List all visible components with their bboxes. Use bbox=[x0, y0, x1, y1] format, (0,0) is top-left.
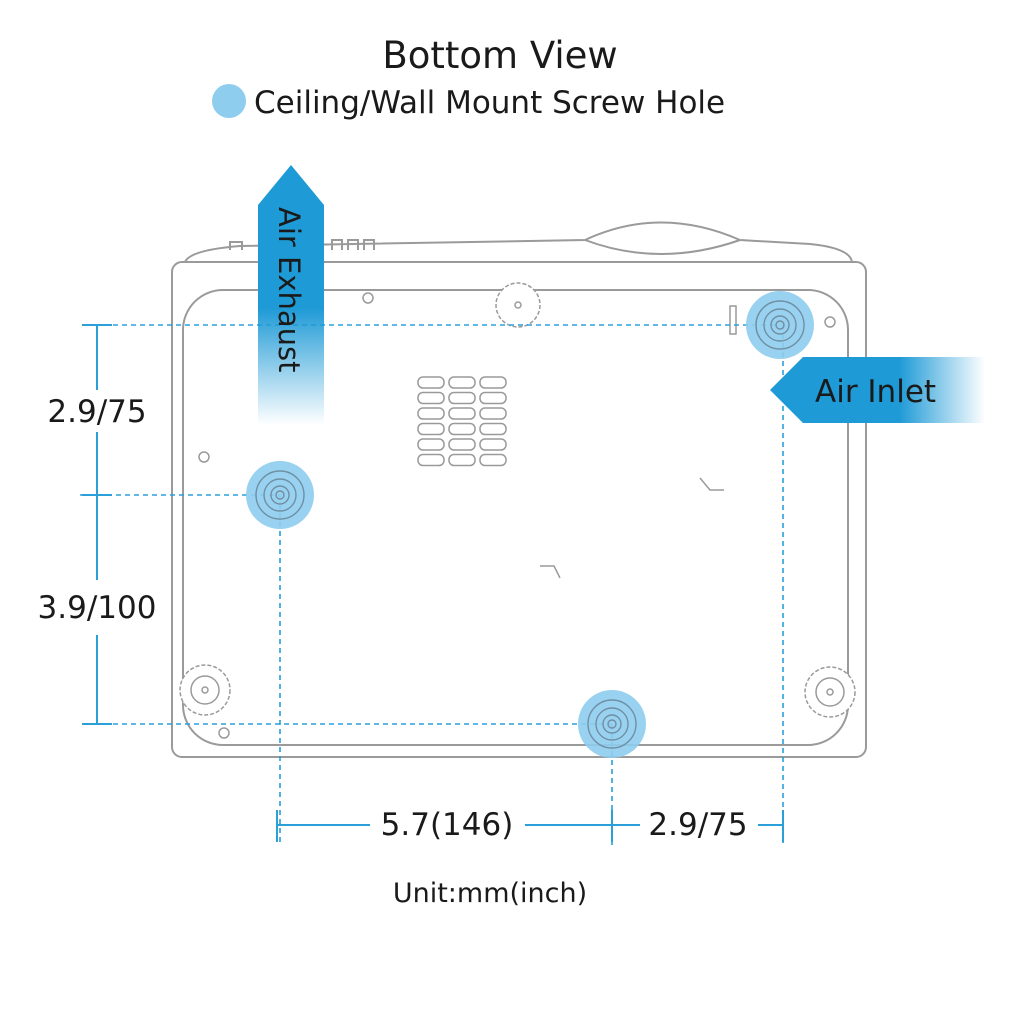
vent-slot bbox=[417, 391, 445, 405]
vent-slot bbox=[417, 453, 445, 467]
dim-horizontal-right: 2.9/75 bbox=[648, 807, 747, 843]
vent-slot bbox=[448, 422, 476, 436]
vent-slot bbox=[417, 407, 445, 420]
vent-slot bbox=[448, 376, 476, 389]
vent-slot bbox=[417, 376, 445, 389]
legend-swatch-icon bbox=[212, 84, 246, 118]
vent-slot bbox=[448, 407, 476, 420]
vent-slot bbox=[448, 438, 476, 451]
air-inlet-label: Air Inlet bbox=[815, 374, 936, 410]
legend-label: Ceiling/Wall Mount Screw Hole bbox=[254, 85, 725, 121]
air-exhaust-arrow-icon bbox=[258, 165, 324, 425]
screw-hole-icon bbox=[578, 690, 646, 758]
rubber-foot bbox=[179, 282, 856, 718]
title: Bottom View bbox=[382, 34, 617, 77]
vent-slot bbox=[448, 391, 476, 405]
dim-horizontal-left: 5.7(146) bbox=[381, 807, 514, 843]
vent-slot bbox=[479, 391, 507, 405]
vent-slot bbox=[479, 407, 507, 420]
vent-slot bbox=[417, 422, 445, 436]
vent-slot bbox=[448, 453, 476, 467]
air-exhaust-label: Air Exhaust bbox=[272, 207, 306, 373]
small-screw-icon bbox=[198, 292, 836, 739]
vent-slot bbox=[479, 438, 507, 451]
dimension-lines bbox=[82, 324, 784, 842]
vent-slot bbox=[417, 438, 445, 451]
vent-slot bbox=[479, 422, 507, 436]
screw-hole-icon bbox=[746, 291, 814, 359]
mount-screw-hole bbox=[246, 291, 814, 758]
vent-grille bbox=[417, 376, 507, 467]
vent-slot bbox=[479, 453, 507, 467]
dim-vertical-top: 2.9/75 bbox=[47, 394, 146, 430]
dim-vertical-bottom: 3.9/100 bbox=[38, 590, 157, 626]
screw-hole-icon bbox=[246, 461, 314, 529]
air-inlet-arrow-icon bbox=[770, 357, 985, 423]
vent-slot bbox=[479, 376, 507, 389]
unit-label: Unit:mm(inch) bbox=[393, 878, 587, 909]
